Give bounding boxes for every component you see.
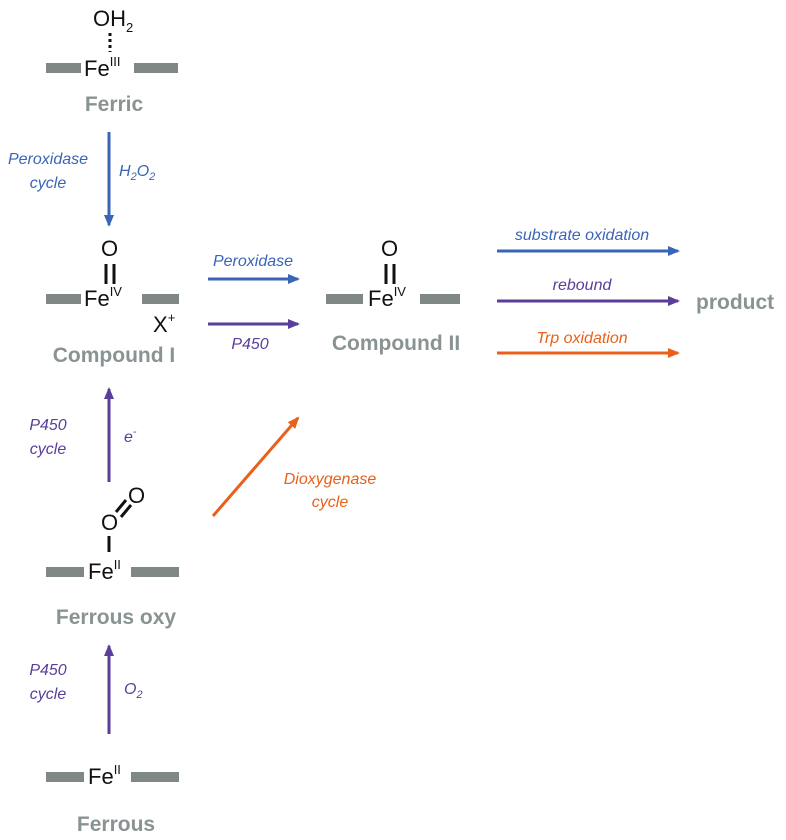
heme-plane-left (46, 567, 84, 577)
heme-plane-left (326, 294, 363, 304)
trp-oxidation-arrow: Trp oxidation (497, 330, 680, 358)
ferric-state: OH2 FeIII Ferric (46, 6, 178, 116)
heme-plane-right (131, 567, 179, 577)
oo-double-bond-b (119, 504, 133, 518)
peroxidase-cycle-arrow: Peroxidase cycle H2O2 (8, 132, 155, 227)
compound-i-label: Compound I (53, 344, 175, 367)
p450-cycle-bottom-label-2: cycle (30, 686, 67, 703)
heme-plane-left (46, 772, 84, 782)
compound-i-iron: FeIV (84, 284, 122, 311)
peroxidase-to-compound-ii-arrow: Peroxidase (208, 253, 300, 284)
peroxidase-cycle-label-1: Peroxidase (8, 151, 88, 168)
h2o2-reagent: H2O2 (119, 163, 155, 183)
ferrous-iron: FeII (88, 762, 121, 789)
p450-cycle-bottom-label-1: P450 (29, 662, 66, 679)
peroxidase-path-label: Peroxidase (213, 253, 293, 270)
ferrous-state: FeII Ferrous (46, 762, 179, 836)
compound-i-oxo: O (101, 236, 118, 261)
heme-plane-right (420, 294, 460, 304)
trp-oxidation-label: Trp oxidation (536, 330, 627, 347)
dioxygenase-arrow-line (211, 416, 300, 517)
heme-plane-right (134, 63, 178, 73)
o2-reagent: O2 (124, 681, 143, 701)
p450-cycle-bottom-arrow: P450 cycle O2 (29, 644, 143, 734)
heme-plane-left (46, 294, 81, 304)
heme-plane-right (131, 772, 179, 782)
p450-cycle-top-label-2: cycle (30, 441, 67, 458)
product-label: product (696, 291, 774, 314)
dioxygenase-label-1: Dioxygenase (284, 471, 377, 488)
ferric-label: Ferric (85, 93, 144, 116)
oo-double-bond-a (114, 499, 128, 513)
substrate-oxidation-label: substrate oxidation (515, 227, 649, 244)
compound-ii-iron: FeIV (368, 284, 406, 311)
compound-ii-label: Compound II (332, 332, 460, 355)
rebound-label: rebound (553, 277, 613, 294)
ferric-water-ligand: OH2 (93, 6, 133, 35)
ferrous-oxy-o2: O (128, 483, 145, 508)
electron-reagent: e- (124, 426, 137, 446)
ferrous-oxy-state: O O FeII Ferrous oxy (46, 483, 179, 629)
p450-to-compound-ii-arrow: P450 (208, 319, 300, 353)
peroxidase-cycle-label-2: cycle (30, 175, 67, 192)
heme-plane-right (142, 294, 179, 304)
heme-plane-left (46, 63, 81, 73)
ferrous-oxy-o1: O (101, 510, 118, 535)
p450-cycle-top-arrow: P450 cycle e- (29, 387, 137, 482)
compound-ii-oxo: O (381, 236, 398, 261)
compound-i-radical: X+ (153, 310, 175, 337)
ferrous-oxy-iron: FeII (88, 557, 121, 584)
substrate-oxidation-arrow: substrate oxidation (497, 227, 680, 256)
ferric-iron: FeIII (84, 54, 121, 81)
ferrous-label: Ferrous (77, 813, 155, 836)
compound-ii-state: O FeIV Compound II (326, 236, 460, 355)
p450-cycle-top-label-1: P450 (29, 417, 66, 434)
dioxygenase-label-2: cycle (312, 494, 349, 511)
dioxygenase-cycle-arrow: Dioxygenase cycle (211, 416, 377, 517)
ferrous-oxy-label: Ferrous oxy (56, 606, 177, 629)
rebound-arrow: rebound (497, 277, 680, 306)
p450-path-label: P450 (231, 336, 268, 353)
compound-i-state: O FeIV X+ Compound I (46, 236, 179, 367)
